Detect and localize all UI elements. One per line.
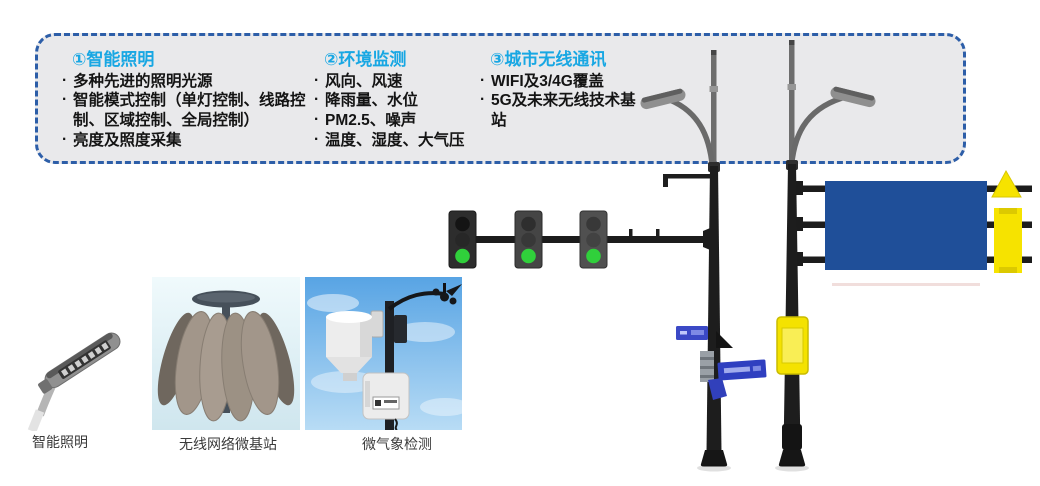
weather-station-graphic (305, 277, 470, 431)
section-heading: ①智能照明 (72, 50, 155, 69)
bullet-item: WIFI及3/4G覆盖 (478, 71, 651, 92)
section-city-wireless: ③城市无线通讯 WIFI及3/4G覆盖 5G及未来无线技术基站 (478, 50, 663, 131)
camera-bracket (663, 174, 714, 179)
wireless-micro-base-station-photo (152, 277, 300, 430)
station-mast (385, 301, 394, 430)
sign-bracket (716, 331, 733, 348)
ground-shadow (697, 464, 731, 472)
blue-sign-board (825, 181, 987, 270)
street-lamp-head (640, 88, 686, 110)
ground-shadow (775, 464, 809, 472)
antenna-mast (711, 50, 717, 168)
caption-wireless-micro-base-station: 无线网络微基站 (179, 436, 277, 452)
bullet-item: 5G及未来无线技术基站 (478, 90, 651, 131)
traffic-light-head (448, 210, 477, 269)
yellow-hanging-panel (994, 208, 1022, 273)
bar-flange (796, 252, 803, 266)
pole-collar (782, 424, 802, 450)
bullet-list: 风向、风速 降雨量、水位 PM2.5、噪声 温度、湿度、大气压 (312, 71, 497, 151)
bullet-item: PM2.5、噪声 (312, 110, 505, 131)
section-heading: ③城市无线通讯 (490, 50, 607, 69)
pole-control-box (700, 351, 714, 382)
rain-gauge (326, 311, 372, 381)
sign-text-mark (680, 331, 687, 335)
section-heading: ②环境监测 (324, 50, 407, 69)
red-light-off (455, 216, 470, 232)
red-light-off (586, 216, 601, 232)
mast-sensor-box (394, 315, 407, 343)
wind-vane-anemometer (432, 283, 462, 305)
top-disc-highlight (197, 292, 255, 303)
pole-base (778, 450, 806, 467)
yellow-pole-box (776, 316, 809, 375)
antenna-joint (787, 84, 796, 90)
bullet-item: 智能模式控制（单灯控制、线路控制、区域控制、全局控制） (60, 90, 317, 131)
cloud (311, 371, 379, 393)
bar-flange (796, 217, 803, 231)
green-light-on (521, 248, 536, 264)
pole-shaft (783, 164, 801, 452)
traffic-light-head (514, 210, 543, 269)
lamp-head (38, 332, 121, 394)
cable (394, 418, 398, 431)
cloud (395, 322, 455, 342)
antenna-mast (789, 40, 795, 166)
antenna-tip (789, 40, 795, 45)
cloud (420, 398, 470, 416)
pole-base (700, 450, 728, 467)
bracket-hook (663, 174, 668, 187)
smart-pole-right (775, 40, 876, 472)
street-lamp-head (830, 86, 876, 108)
yellow-light-off (521, 232, 536, 248)
section-smart-lighting: ①智能照明 多种先进的照明光源 智能模式控制（单灯控制、线路控制、区域控制、全局… (60, 50, 320, 151)
feature-panel: ①智能照明 多种先进的照明光源 智能模式控制（单灯控制、线路控制、区域控制、全局… (35, 33, 966, 164)
smart-pole-left (640, 50, 767, 472)
section-environment-monitoring: ②环境监测 风向、风速 降雨量、水位 PM2.5、噪声 温度、湿度、大气压 (312, 50, 497, 151)
bullet-list: WIFI及3/4G覆盖 5G及未来无线技术基站 (478, 71, 663, 131)
arm-fitting (629, 229, 633, 237)
bullet-item: 温度、湿度、大气压 (312, 130, 505, 151)
street-name-sign (717, 359, 767, 381)
antenna-tip (711, 50, 717, 55)
bullet-item: 降雨量、水位 (312, 90, 505, 111)
led-street-lamp-photo (25, 283, 150, 433)
antenna-joint (709, 86, 718, 92)
traffic-light-head (579, 210, 608, 269)
arm-fitting (656, 229, 660, 237)
angled-sign-tag (708, 378, 727, 400)
lamp-arm (788, 95, 843, 173)
lamp-arm (668, 97, 716, 175)
collector-box (362, 372, 410, 420)
yellow-light-off (455, 232, 470, 248)
sign-text-mark (691, 330, 704, 335)
board-shadow (832, 283, 980, 286)
sign-text-mark (752, 365, 762, 372)
street-lamp-graphic (25, 283, 150, 433)
wind-sensor-arm (387, 291, 446, 311)
micro-weather-station-photo (305, 277, 470, 431)
bullet-item: 多种先进的照明光源 (60, 71, 317, 92)
sign-board-assembly (796, 169, 1032, 286)
pole-shaft (706, 166, 722, 452)
warning-triangle (991, 169, 1022, 198)
caption-micro-weather-detection: 微气象检测 (362, 436, 432, 452)
bullet-list: 多种先进的照明光源 智能模式控制（单灯控制、线路控制、区域控制、全局控制） 亮度… (60, 71, 320, 151)
base-station-graphic (152, 277, 300, 430)
green-light-on (455, 248, 470, 264)
bullet-item: 风向、风速 (312, 71, 505, 92)
red-light-off (521, 216, 536, 232)
yellow-light-off (586, 232, 601, 248)
sign-text-mark (723, 366, 751, 374)
lamp-pole-stub (27, 409, 45, 433)
bar-flange (796, 181, 803, 195)
lamp-neck (38, 379, 53, 394)
green-light-on (586, 248, 601, 264)
bullet-item: 亮度及照度采集 (60, 130, 317, 151)
antenna-petal (240, 311, 280, 415)
traffic-signal-assembly (448, 210, 715, 269)
caption-smart-lighting: 智能照明 (32, 434, 88, 450)
cloud (307, 294, 359, 312)
